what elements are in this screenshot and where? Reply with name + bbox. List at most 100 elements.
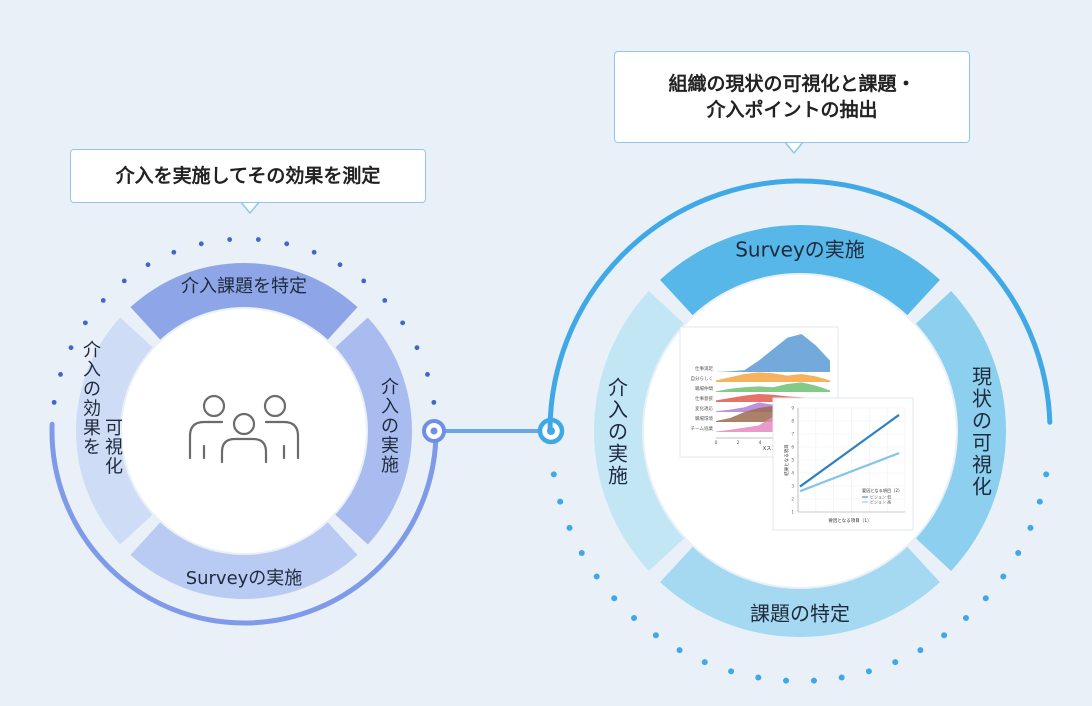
team-people-icon bbox=[188, 394, 300, 464]
ridge-row-label: 変化適応 bbox=[695, 405, 713, 412]
char: 入 bbox=[381, 396, 399, 417]
left_cycle-label-bottom: Surveyの実施 bbox=[186, 568, 303, 589]
left_cycle-segment-left bbox=[75, 317, 153, 545]
dot bbox=[578, 549, 585, 556]
left_cycle-label-left: 介入の効果を可視化 bbox=[83, 340, 123, 478]
char: 化 bbox=[105, 457, 123, 478]
char: 可 bbox=[105, 418, 123, 439]
series-line-0 bbox=[799, 414, 900, 488]
ridge-x-tick: 0 bbox=[715, 440, 718, 446]
left_cycle-segment-bottom bbox=[130, 522, 358, 600]
left-dotted-arc bbox=[49, 237, 439, 434]
person-arm bbox=[202, 444, 286, 460]
dot bbox=[311, 249, 317, 255]
line-card bbox=[772, 397, 914, 531]
ridge-row-label: 職場仲間 bbox=[695, 385, 713, 392]
dot bbox=[121, 278, 127, 284]
dot bbox=[728, 668, 735, 675]
dot bbox=[284, 241, 290, 247]
ridge-area bbox=[716, 382, 830, 392]
right_cycle-segment-bottom bbox=[660, 546, 940, 638]
dot bbox=[755, 674, 762, 681]
dot bbox=[198, 241, 204, 247]
dot bbox=[566, 524, 573, 531]
left_cycle-label-right: 介入の実施 bbox=[381, 377, 399, 476]
char: 視 bbox=[972, 453, 992, 477]
dot bbox=[865, 668, 872, 675]
char: 入 bbox=[83, 359, 101, 380]
dot bbox=[58, 372, 63, 377]
left-callout: 介入を実施してその効果を測定 bbox=[70, 149, 426, 203]
dot bbox=[676, 647, 683, 654]
char: 介 bbox=[608, 376, 628, 400]
person-head bbox=[263, 394, 287, 418]
char: 実 bbox=[381, 435, 399, 456]
ridge-row-label: 職場環境 bbox=[695, 415, 713, 422]
char: を bbox=[83, 437, 101, 458]
dot bbox=[593, 573, 600, 580]
series-line-1 bbox=[799, 452, 900, 493]
char: 入 bbox=[608, 398, 628, 422]
y-label: 結果となる項目 bbox=[783, 444, 790, 475]
dot bbox=[400, 320, 406, 326]
y-tick: 1 bbox=[791, 510, 794, 515]
dot bbox=[425, 372, 430, 377]
ridge-row-label: チーム協業 bbox=[691, 425, 714, 432]
char: の bbox=[972, 409, 992, 433]
right_cycle-label-bottom: 課題の特定 bbox=[750, 602, 850, 626]
right_cycle-segment-left bbox=[593, 291, 685, 571]
dot bbox=[361, 278, 367, 284]
right_cycle-label-top: Surveyの実施 bbox=[735, 238, 865, 262]
left-callout-text: 介入を実施してその効果を測定 bbox=[115, 165, 381, 187]
dot bbox=[962, 614, 969, 621]
dot bbox=[652, 632, 659, 639]
dot bbox=[227, 237, 233, 242]
person-body bbox=[188, 420, 224, 460]
char: の bbox=[381, 416, 399, 437]
ridge-row-label: 仕事意欲 bbox=[695, 395, 713, 402]
ridge-x-label: Xスコア bbox=[763, 446, 781, 452]
char: 施 bbox=[381, 455, 399, 476]
left_cycle-center bbox=[122, 309, 366, 553]
dot bbox=[145, 262, 151, 268]
dot bbox=[838, 674, 845, 681]
dot bbox=[810, 677, 817, 684]
char: 実 bbox=[608, 442, 628, 466]
person-body bbox=[220, 437, 268, 464]
legend-item: ビジョン 高 bbox=[870, 499, 891, 505]
char: 介 bbox=[381, 377, 399, 398]
right-dotted-arc bbox=[550, 471, 1050, 684]
char: 介 bbox=[83, 340, 101, 361]
char: 可 bbox=[972, 431, 992, 455]
y-tick: 7 bbox=[791, 432, 794, 437]
dot bbox=[1036, 498, 1043, 505]
left_cycle-label-top: 介入課題を特定 bbox=[181, 276, 307, 297]
dot bbox=[255, 237, 261, 242]
legend-item: ビジョン 低 bbox=[870, 494, 891, 500]
right_cycle-label-left: 介入の実施 bbox=[608, 376, 628, 488]
ridge-row-label: 自分らしく bbox=[691, 375, 714, 382]
char: 施 bbox=[608, 464, 628, 488]
person-body bbox=[264, 420, 300, 460]
dot bbox=[82, 320, 88, 326]
dot bbox=[414, 345, 420, 351]
left_cycle-segment-top bbox=[130, 263, 358, 340]
dot bbox=[557, 498, 564, 505]
y-tick: 3 bbox=[791, 484, 794, 489]
char: 化 bbox=[972, 475, 992, 499]
ridge-x-tick: 2 bbox=[737, 440, 740, 446]
ridge-area bbox=[716, 334, 830, 372]
right-solid-arc bbox=[547, 178, 1053, 434]
right_cycle-segment-right bbox=[915, 291, 1007, 571]
dot bbox=[917, 647, 924, 654]
y-tick: 2 bbox=[791, 497, 794, 502]
right_cycle-label-right: 現状の可視化 bbox=[972, 365, 992, 499]
dot bbox=[171, 249, 177, 255]
dot bbox=[68, 345, 74, 351]
char: の bbox=[83, 379, 101, 400]
right-callout: 組織の現状の可視化と課題・ 介入ポイントの抽出 bbox=[614, 51, 970, 143]
y-tick: 5 bbox=[791, 458, 794, 463]
